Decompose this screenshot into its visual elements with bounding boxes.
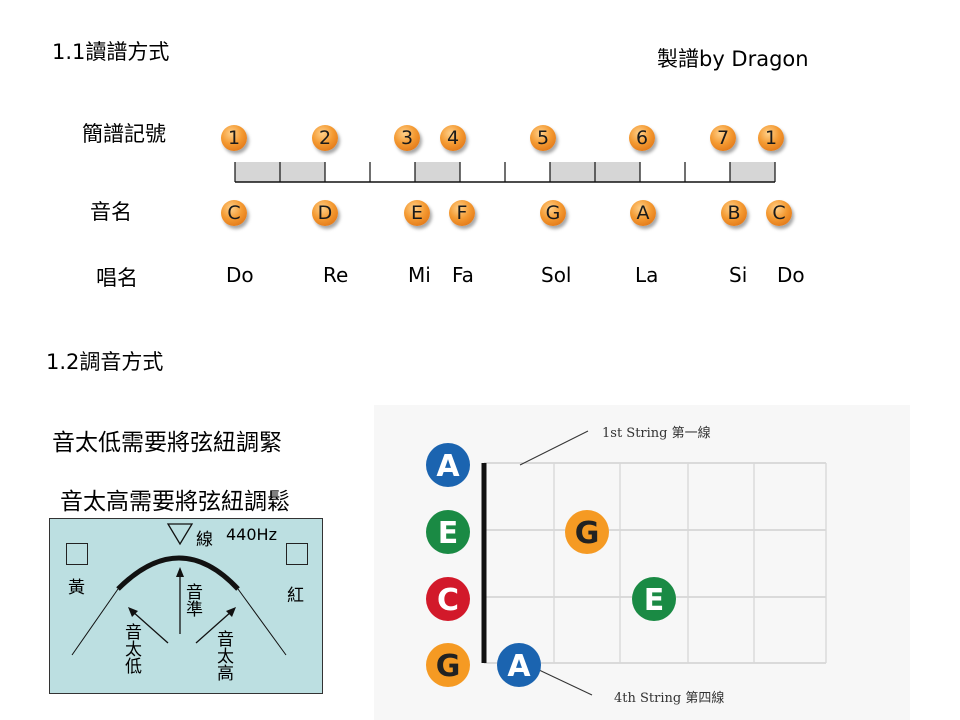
note-dot: C <box>426 577 470 621</box>
note-letter: F <box>449 200 475 226</box>
scale-bar-shade <box>730 162 775 182</box>
note-dot: E <box>632 577 676 621</box>
note-dot-label: E <box>438 516 459 551</box>
note-dot-label: A <box>507 649 531 684</box>
solfege-syllable: Re <box>323 263 349 287</box>
jianpu-label: 簡譜記號 <box>82 122 166 146</box>
scale-bar <box>234 162 776 183</box>
too-high-label: 音太高 <box>213 630 233 681</box>
too-low-label: 音太低 <box>121 623 141 674</box>
note-letter: A <box>630 200 656 226</box>
red-label: 紅 <box>287 586 304 606</box>
jianpu-note: 7 <box>710 125 736 151</box>
note-letter: D <box>312 200 338 226</box>
author-credit: 製譜by Dragon <box>657 47 809 71</box>
solfege-syllable: Mi <box>408 263 431 287</box>
jianpu-note: 2 <box>312 125 338 151</box>
note-letter: C <box>221 200 247 226</box>
note-dot-label: C <box>437 583 459 618</box>
note-dot-label: E <box>644 583 665 618</box>
note-dot-label: G <box>436 649 461 684</box>
jianpu-note: 3 <box>394 125 420 151</box>
note-dot-circle <box>497 643 541 687</box>
too-low-arrow-head <box>128 607 138 617</box>
note-letter: C <box>766 200 792 226</box>
jianpu-note: 1 <box>758 125 784 151</box>
solfege-syllable: La <box>635 263 659 287</box>
solfege-label: 唱名 <box>96 266 138 290</box>
note-dot: A <box>426 443 470 487</box>
solfege-syllable: Si <box>729 263 748 287</box>
tuner-left-line <box>71 588 119 656</box>
tuner-pointer <box>166 523 194 546</box>
jianpu-note: 6 <box>629 125 655 151</box>
too-high-arrow-head <box>226 607 236 617</box>
tuner-display: 黃 紅 線 440Hz 音準 音太低 音太高 <box>49 518 323 694</box>
section1-title: 1.1讀譜方式 <box>52 40 170 64</box>
tuner-gauge <box>71 523 287 656</box>
scale-bar-shade <box>415 162 460 182</box>
note-dot-label: A <box>436 449 460 484</box>
string1-label: 1st String 第一線 <box>602 426 711 441</box>
frequency-label: 440Hz <box>226 525 277 544</box>
in-tune-label: 音準 <box>182 583 202 617</box>
tuner-right-line <box>237 588 287 656</box>
jianpu-note: 4 <box>440 125 466 151</box>
tuner-arc <box>116 555 240 591</box>
solfege-syllable: Do <box>226 263 254 287</box>
note-dot-circle <box>426 643 470 687</box>
string1-leader <box>519 430 589 466</box>
note-dot-circle <box>426 510 470 554</box>
note-letter: G <box>540 200 566 226</box>
note-dot-circle <box>632 577 676 621</box>
instruction-too-low: 音太低需要將弦紐調緊 <box>52 430 282 456</box>
note-letter: B <box>721 200 747 226</box>
too-low-arrow <box>131 610 169 644</box>
note-dot-label: G <box>575 516 600 551</box>
instruction-too-high: 音太高需要將弦紐調鬆 <box>60 489 290 515</box>
solfege-syllable: Do <box>777 263 805 287</box>
yellow-indicator <box>66 543 88 565</box>
note-dot-circle <box>426 577 470 621</box>
note-dot: E <box>426 510 470 554</box>
solfege-syllable: Fa <box>452 263 474 287</box>
note-dot: G <box>565 510 609 554</box>
note-dot-circle <box>426 443 470 487</box>
solfege-syllable: Sol <box>541 263 572 287</box>
string4-label: 4th String 第四線 <box>614 691 725 706</box>
note-letter: E <box>404 200 430 226</box>
line-label: 線 <box>196 530 213 550</box>
jianpu-note: 5 <box>530 125 556 151</box>
yellow-label: 黃 <box>68 578 85 598</box>
jianpu-note: 1 <box>221 125 247 151</box>
note-dot: A <box>497 643 541 687</box>
red-indicator <box>286 543 308 565</box>
too-high-arrow <box>195 610 233 644</box>
section2-title: 1.2調音方式 <box>46 350 164 374</box>
note-dot-circle <box>565 510 609 554</box>
note-names-label: 音名 <box>90 200 132 224</box>
note-dot: G <box>426 643 470 687</box>
in-tune-arrow-head <box>176 567 184 577</box>
